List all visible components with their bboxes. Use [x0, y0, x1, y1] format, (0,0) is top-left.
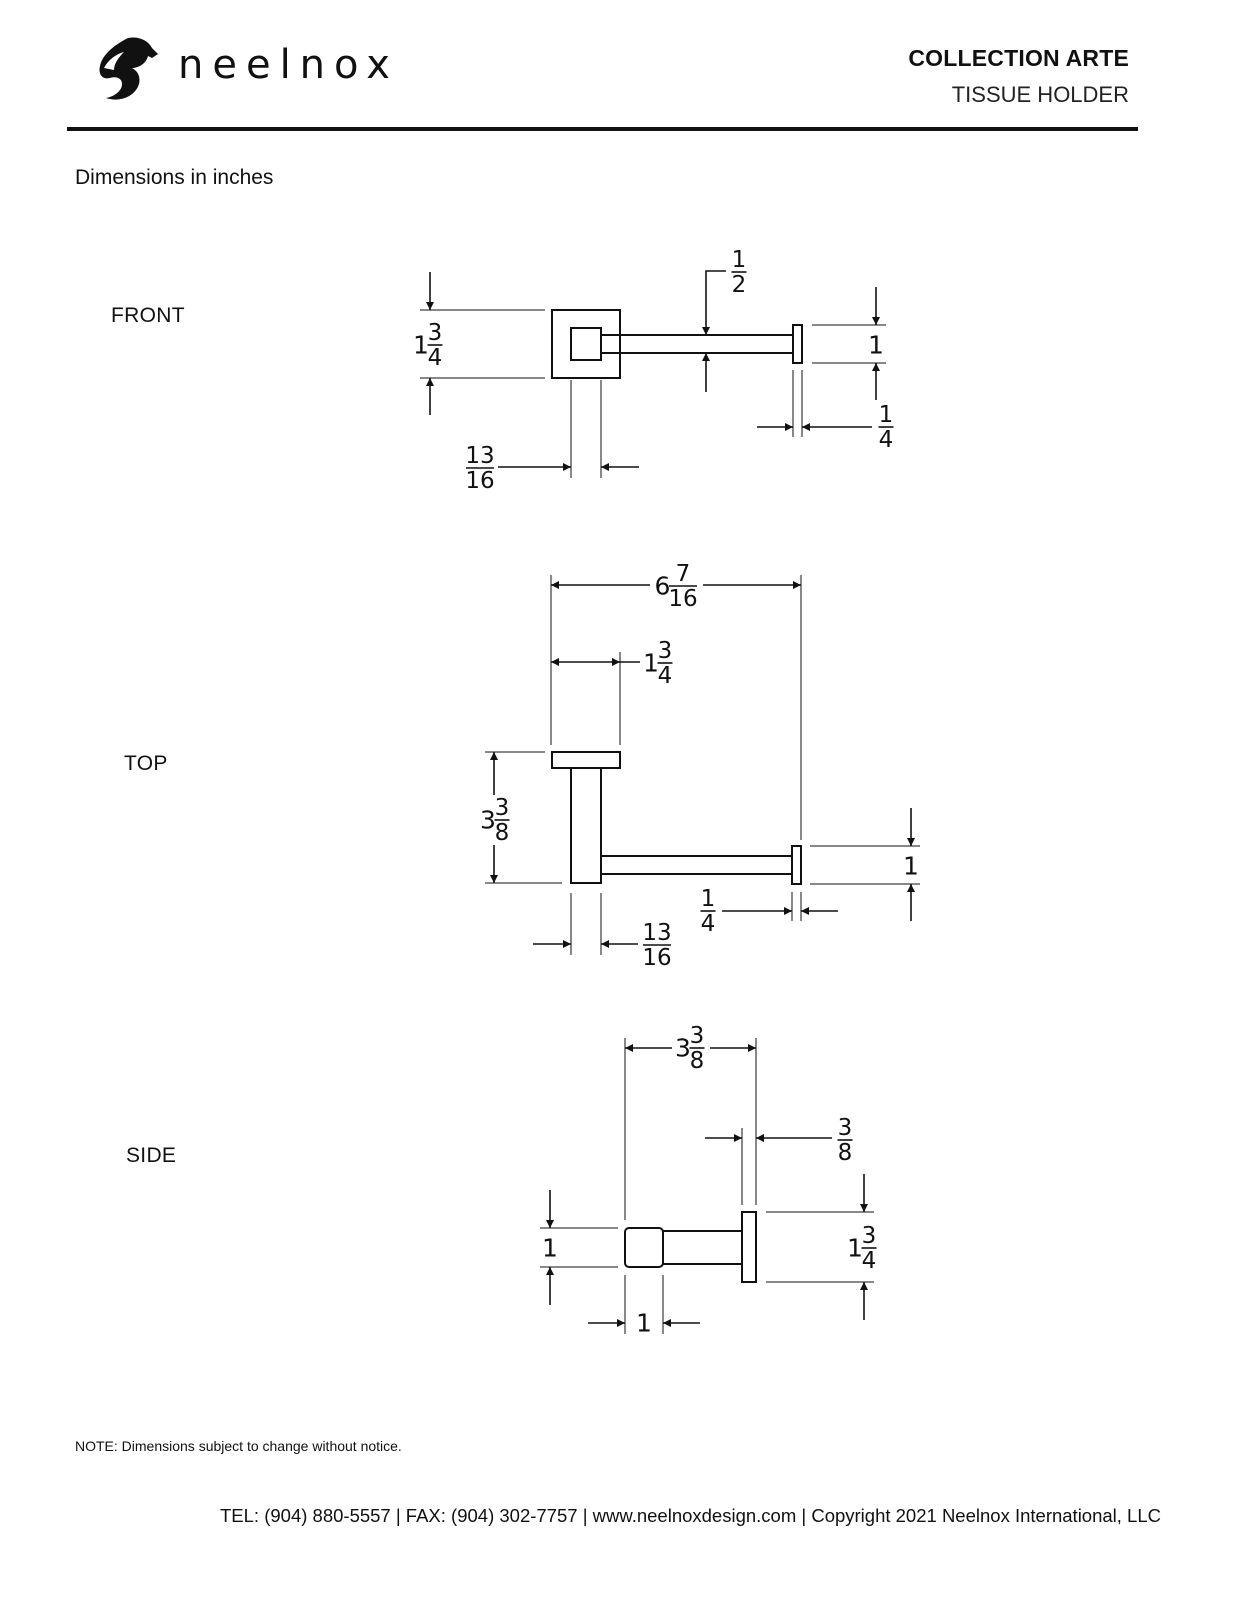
top-bar: [600, 855, 793, 875]
top-dim-post-width-numerator: 13: [642, 920, 671, 946]
front-dim-plate-height-numerator: 3: [428, 320, 443, 346]
top-dim-projection-whole: 3: [480, 806, 496, 835]
side-view: [540, 1038, 874, 1334]
view-label-top: TOP: [124, 752, 168, 775]
top-dim-projection-numerator: 3: [495, 795, 510, 821]
side-dim-plate-thickness-denominator: 8: [838, 1140, 853, 1166]
front-dim-post-width-denominator: 16: [465, 468, 494, 494]
top-view: [485, 575, 920, 955]
collection-title: COLLECTION ARTE: [908, 45, 1129, 71]
view-label-side: SIDE: [126, 1144, 177, 1167]
units-note: Dimensions in inches: [75, 166, 274, 189]
front-dim-plate-height-denominator: 4: [428, 345, 443, 371]
front-end-cap: [792, 324, 803, 364]
brand-name: neelnox: [178, 42, 399, 88]
top-wall-plate: [551, 751, 621, 769]
side-dim-cap-width-whole: 1: [636, 1309, 652, 1338]
view-label-front: FRONT: [111, 304, 185, 327]
brand-logo: neelnox: [94, 34, 394, 106]
top-dim-end-cap-height-whole: 1: [903, 852, 919, 881]
disclaimer-note: NOTE: Dimensions subject to change witho…: [75, 1438, 402, 1454]
front-dim-bar-diameter-numerator: 1: [732, 247, 747, 273]
top-dim-plate-width-whole: 1: [643, 649, 659, 678]
side-dim-cap-height-whole: 1: [542, 1234, 558, 1263]
side-dim-plate-thickness-numerator: 3: [838, 1115, 853, 1141]
header-divider: [67, 127, 1138, 131]
top-dim-overall-width-numerator: 7: [676, 561, 691, 587]
side-dim-plate-height-denominator: 4: [862, 1248, 877, 1274]
top-dim-plate-width-denominator: 4: [658, 663, 673, 689]
horse-head-icon: [99, 37, 158, 100]
side-dim-projection-whole: 3: [675, 1034, 691, 1063]
top-dim-overall-width-whole: 6: [655, 572, 671, 601]
front-dim-end-cap-thickness-denominator: 4: [879, 427, 894, 453]
top-dim-plate-width-numerator: 3: [658, 638, 673, 664]
side-wall-plate: [741, 1211, 757, 1283]
front-post: [570, 327, 602, 361]
contact-footer: TEL: (904) 880-5557 | FAX: (904) 302-775…: [220, 1505, 1161, 1526]
top-end-cap: [791, 845, 802, 885]
front-wall-plate: [551, 309, 621, 379]
side-dim-plate-height-whole: 1: [847, 1234, 863, 1263]
top-dim-end-cap-thickness-denominator: 4: [701, 911, 716, 937]
front-view: [420, 270, 886, 478]
top-dim-overall-width-denominator: 16: [668, 586, 697, 612]
top-post: [570, 767, 602, 884]
side-dim-plate-height-numerator: 3: [862, 1223, 877, 1249]
top-dim-end-cap-thickness-numerator: 1: [701, 886, 716, 912]
front-dim-bar-diameter-denominator: 2: [732, 272, 747, 298]
product-title: TISSUE HOLDER: [951, 82, 1129, 107]
front-dim-plate-height-whole: 1: [413, 331, 429, 360]
side-dim-projection-denominator: 8: [690, 1048, 705, 1074]
top-dim-post-width-denominator: 16: [642, 945, 671, 971]
side-cap: [624, 1227, 664, 1268]
front-bar: [600, 334, 794, 354]
front-dim-end-cap-thickness-numerator: 1: [879, 402, 894, 428]
side-dim-projection-numerator: 3: [690, 1023, 705, 1049]
top-dim-projection-denominator: 8: [495, 820, 510, 846]
front-dim-post-width-numerator: 13: [465, 443, 494, 469]
front-dim-end-cap-height-whole: 1: [868, 331, 884, 360]
